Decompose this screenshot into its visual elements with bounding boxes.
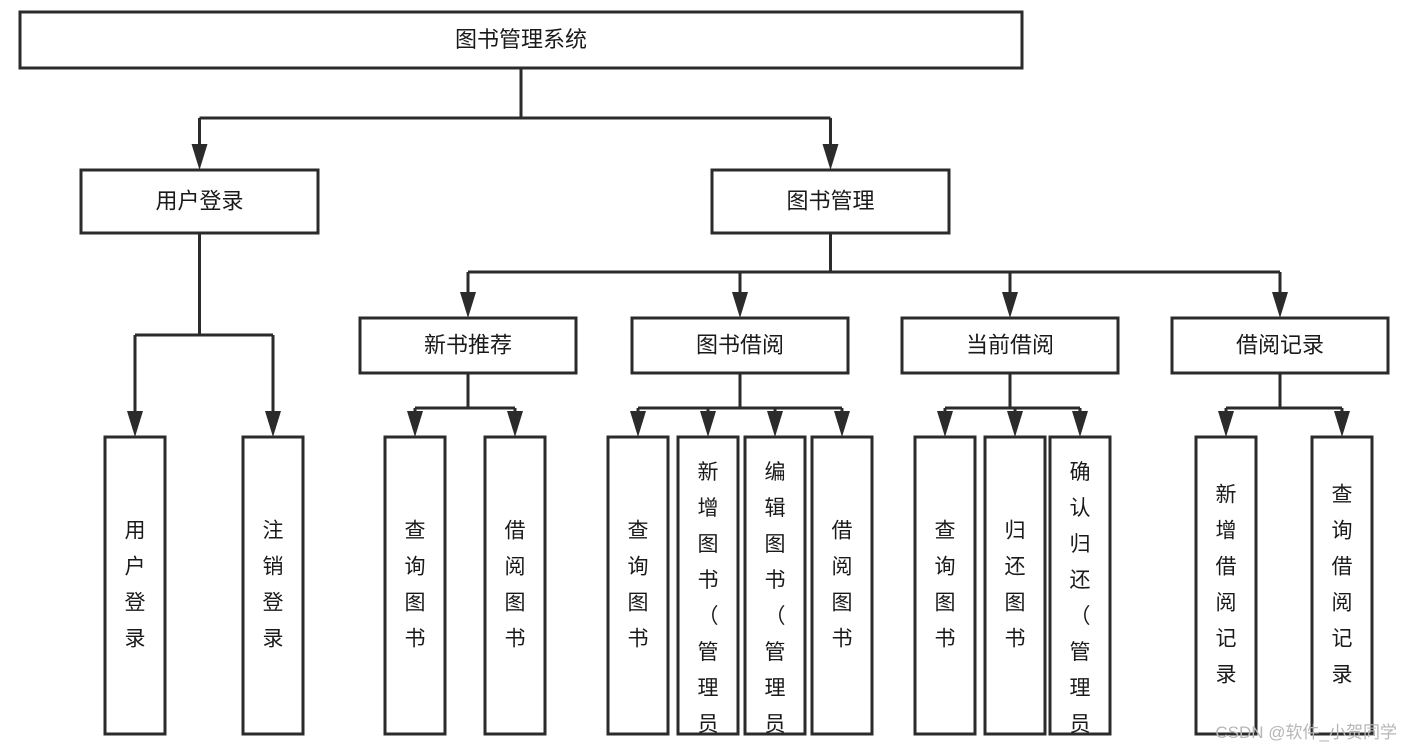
node-rec-add-record[interactable]: 新增借阅记录 [1194, 435, 1258, 736]
node-label-cur-query-book: 查询图书 [935, 519, 956, 650]
node-label-current-borrow: 当前借阅 [966, 332, 1054, 357]
node-box-user-login [79, 168, 320, 235]
arrow-head-icon [1007, 411, 1023, 437]
node-box-logout-do [241, 435, 305, 736]
node-root[interactable]: 图书管理系统 [18, 10, 1024, 70]
node-label-book-manage: 图书管理 [786, 188, 874, 213]
node-box-root [18, 10, 1024, 70]
node-rec-query-book[interactable]: 查询图书 [383, 435, 447, 736]
node-rec-query-record[interactable]: 查询借阅记录 [1310, 435, 1374, 736]
node-rec-borrow-book[interactable]: 借阅图书 [483, 435, 547, 736]
arrow-head-icon [1334, 411, 1350, 437]
node-label-root: 图书管理系统 [455, 27, 587, 52]
arrow-head-icon [700, 411, 716, 437]
node-box-book-borrow [630, 316, 850, 375]
node-label-borrow-add-book: 新增图书（管理员） [698, 461, 719, 747]
node-borrow-record[interactable]: 借阅记录 [1170, 316, 1390, 375]
arrow-head-icon [1218, 411, 1234, 437]
node-label-borrow-do-borrow: 借阅图书 [832, 519, 853, 650]
node-box-rec-add-record [1194, 435, 1258, 736]
arrow-head-icon [732, 292, 748, 318]
node-borrow-query-book[interactable]: 查询图书 [606, 435, 670, 736]
arrow-head-icon [1002, 292, 1018, 318]
nodes-layer: 图书管理系统用户登录图书管理用户登录注销登录新书推荐查询图书借阅图书图书借阅查询… [18, 10, 1390, 747]
arrow-head-icon [507, 411, 523, 437]
arrow-head-icon [127, 411, 143, 437]
node-new-book-rec[interactable]: 新书推荐 [358, 316, 578, 375]
connectors-layer [127, 68, 1350, 437]
node-label-borrow-record: 借阅记录 [1236, 332, 1324, 357]
node-label-borrow-query-book: 查询图书 [628, 519, 649, 650]
node-box-cur-return-book [983, 435, 1047, 736]
node-book-manage[interactable]: 图书管理 [710, 168, 951, 235]
node-label-cur-return-book: 归还图书 [1005, 519, 1026, 650]
arrow-head-icon [822, 144, 839, 170]
node-login-do[interactable]: 用户登录 [103, 435, 167, 736]
node-label-rec-borrow-book: 借阅图书 [505, 519, 526, 650]
node-current-borrow[interactable]: 当前借阅 [900, 316, 1120, 375]
arrow-head-icon [1272, 292, 1288, 318]
node-box-new-book-rec [358, 316, 578, 375]
node-label-user-login: 用户登录 [155, 188, 243, 213]
node-cur-query-book[interactable]: 查询图书 [913, 435, 977, 736]
node-box-borrow-do-borrow [810, 435, 874, 736]
node-borrow-add-book[interactable]: 新增图书（管理员） [676, 435, 740, 747]
node-user-login[interactable]: 用户登录 [79, 168, 320, 235]
node-label-rec-query-book: 查询图书 [405, 519, 426, 650]
node-box-rec-query-book [383, 435, 447, 736]
arrow-head-icon [407, 411, 423, 437]
node-box-rec-borrow-book [483, 435, 547, 736]
node-box-borrow-edit-book [743, 435, 807, 736]
node-label-book-borrow: 图书借阅 [696, 332, 784, 357]
arrow-head-icon [937, 411, 953, 437]
node-cur-return-book[interactable]: 归还图书 [983, 435, 1047, 736]
node-label-logout-do: 注销登录 [263, 519, 284, 650]
node-box-rec-query-record [1310, 435, 1374, 736]
csdn-watermark: CSDN @软件_小贺同学 [1215, 723, 1397, 742]
node-box-login-do [103, 435, 167, 736]
node-box-cur-query-book [913, 435, 977, 736]
arrow-head-icon [191, 144, 208, 170]
arrow-head-icon [460, 292, 476, 318]
node-label-rec-add-record: 新增借阅记录 [1216, 483, 1237, 686]
node-box-borrow-add-book [676, 435, 740, 736]
arrow-head-icon [767, 411, 783, 437]
node-box-borrow-record [1170, 316, 1390, 375]
node-box-book-manage [710, 168, 951, 235]
node-box-borrow-query-book [606, 435, 670, 736]
node-borrow-do-borrow[interactable]: 借阅图书 [810, 435, 874, 736]
node-label-rec-query-record: 查询借阅记录 [1332, 483, 1353, 686]
node-box-cur-confirm-return [1048, 435, 1112, 736]
node-book-borrow[interactable]: 图书借阅 [630, 316, 850, 375]
node-label-cur-confirm-return: 确认归还（管理员） [1070, 461, 1091, 747]
node-logout-do[interactable]: 注销登录 [241, 435, 305, 736]
arrow-head-icon [834, 411, 850, 437]
arrow-head-icon [1072, 411, 1088, 437]
node-box-current-borrow [900, 316, 1120, 375]
arrow-head-icon [265, 411, 281, 437]
node-cur-confirm-return[interactable]: 确认归还（管理员） [1048, 435, 1112, 747]
node-borrow-edit-book[interactable]: 编辑图书（管理员） [743, 435, 807, 747]
node-label-login-do: 用户登录 [125, 519, 146, 650]
node-label-borrow-edit-book: 编辑图书（管理员） [765, 461, 786, 747]
arrow-head-icon [630, 411, 646, 437]
node-label-new-book-rec: 新书推荐 [424, 332, 512, 357]
